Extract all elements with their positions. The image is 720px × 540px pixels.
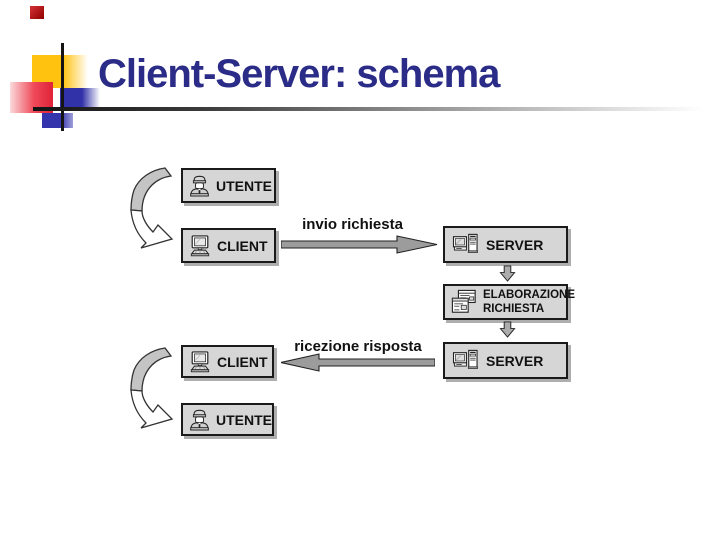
- decoration-blue-square-small: [42, 113, 73, 128]
- node-label: ELABORAZIONE RICHIESTA: [483, 288, 575, 316]
- template-decoration: [0, 0, 720, 140]
- server-computer-icon: [452, 349, 478, 369]
- node-server-bottom: SERVER: [443, 342, 568, 379]
- node-label: CLIENT: [217, 353, 268, 370]
- down-arrow-elaborazione-to-server-icon: [499, 321, 516, 338]
- node-label: CLIENT: [217, 237, 268, 254]
- page-title: Client-Server: schema: [98, 52, 500, 96]
- desktop-computer-icon: [190, 350, 210, 372]
- processing-windows-icon: [451, 289, 476, 313]
- curved-arrow-client-to-utente-icon: [130, 347, 174, 429]
- node-utente-bottom: UTENTE: [181, 403, 274, 436]
- response-arrow-label: ricezione risposta: [294, 338, 422, 355]
- down-arrow-server-to-elaborazione-icon: [499, 265, 516, 282]
- node-label: SERVER: [486, 352, 544, 369]
- decoration-vertical-line: [61, 43, 64, 131]
- node-client-top: CLIENT: [181, 228, 276, 263]
- node-label: UTENTE: [216, 177, 272, 194]
- decoration-horizontal-rule: [33, 107, 703, 111]
- decoration-blue-square: [60, 88, 100, 110]
- node-elaborazione-richiesta: ELABORAZIONE RICHIESTA: [443, 284, 575, 320]
- request-arrow-right-icon: [281, 235, 438, 254]
- decoration-small-red-square: [30, 6, 44, 19]
- node-utente-top: UTENTE: [181, 168, 276, 203]
- node-label-line2: RICHIESTA: [483, 303, 545, 315]
- node-label-line1: ELABORAZIONE: [483, 289, 575, 301]
- node-client-bottom: CLIENT: [181, 345, 274, 378]
- response-arrow-left-icon: [281, 353, 435, 372]
- node-label: UTENTE: [216, 411, 272, 428]
- request-arrow-label: invio richiesta: [302, 216, 403, 233]
- server-computer-icon: [452, 233, 478, 253]
- person-icon: [190, 175, 209, 197]
- node-server-top: SERVER: [443, 226, 568, 263]
- person-icon: [190, 409, 209, 431]
- node-label: SERVER: [486, 236, 544, 253]
- desktop-computer-icon: [190, 234, 210, 256]
- curved-arrow-utente-to-client-icon: [130, 167, 174, 249]
